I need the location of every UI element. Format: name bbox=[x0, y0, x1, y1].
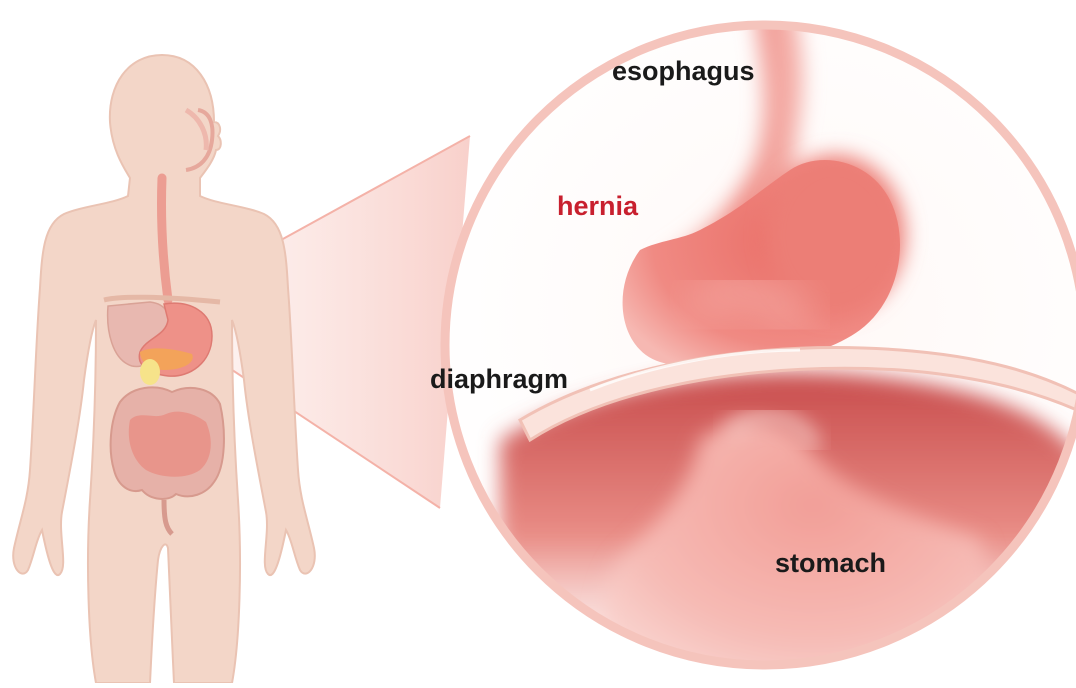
diaphragm-label: diaphragm bbox=[430, 366, 568, 393]
stomach-label: stomach bbox=[775, 550, 886, 577]
magnified-view bbox=[445, 0, 1076, 683]
esophagus-label: esophagus bbox=[612, 58, 755, 85]
hernia-label: hernia bbox=[557, 193, 638, 220]
